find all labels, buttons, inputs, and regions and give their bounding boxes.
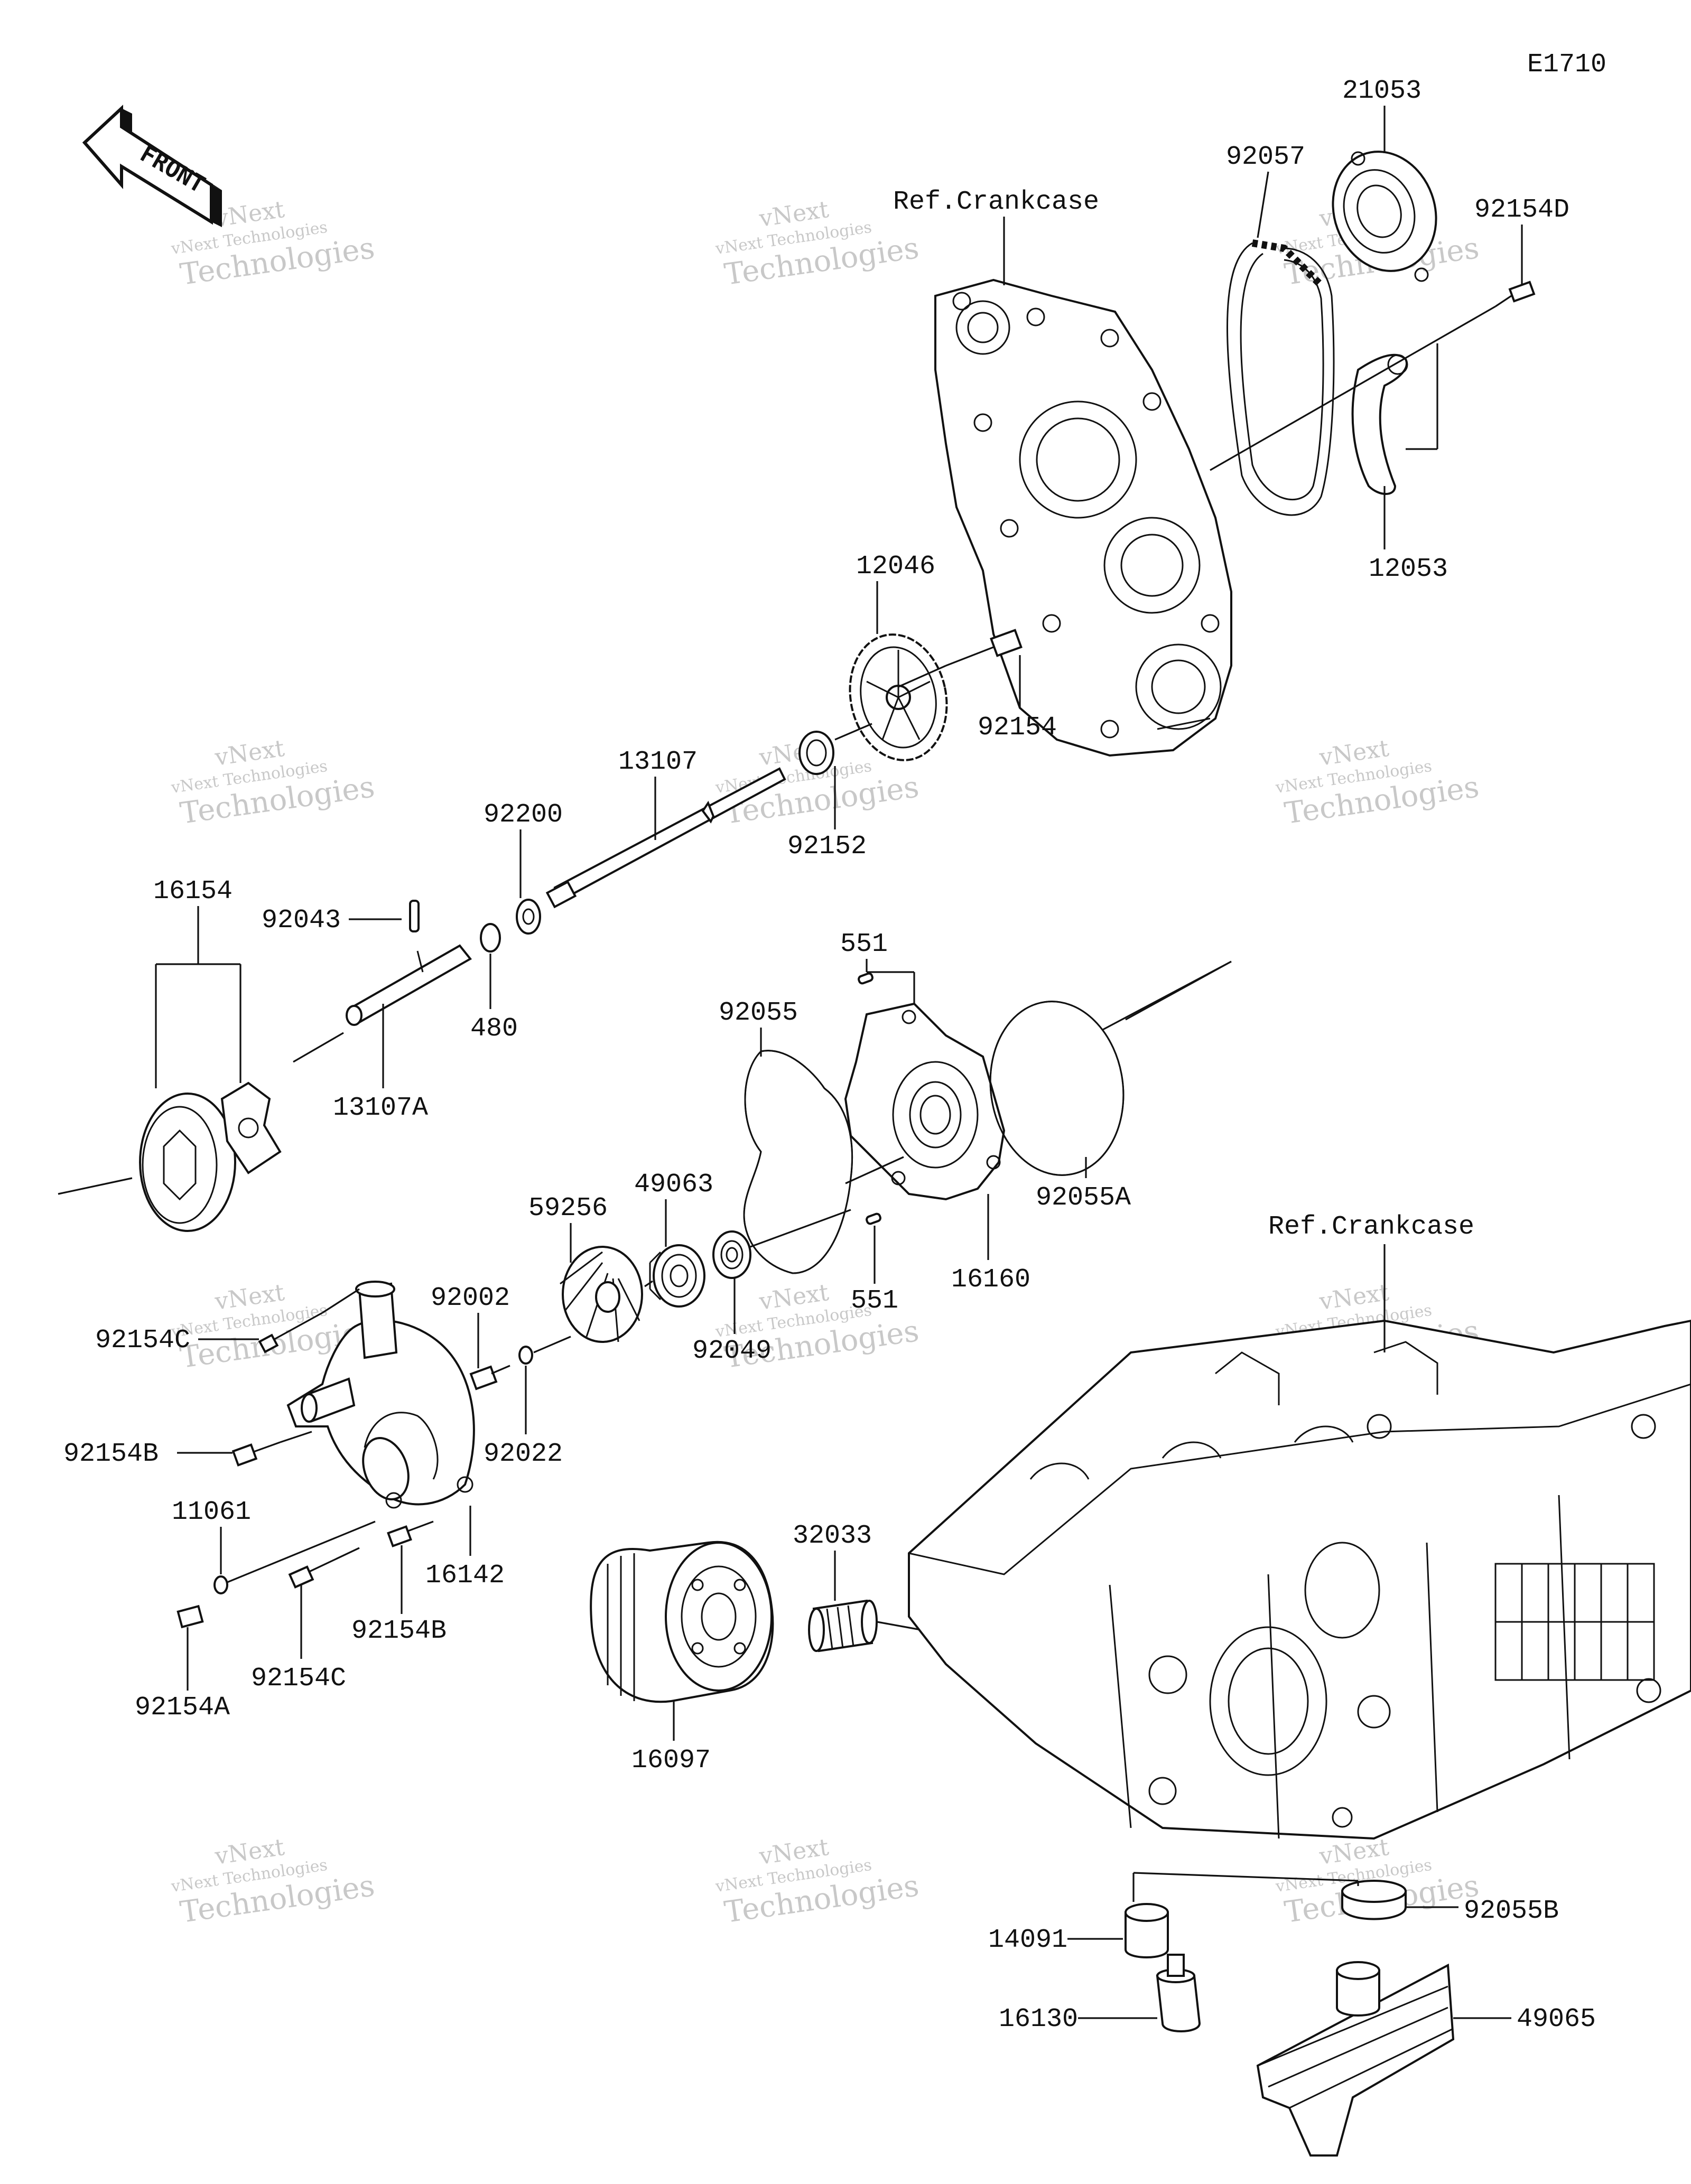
- part-label-551-lower: 551: [851, 1286, 898, 1316]
- dowel-551-upper: [858, 972, 874, 985]
- bolt-92002: [469, 1365, 510, 1390]
- part-label-551-upper: 551: [840, 929, 888, 959]
- o-ring-92055A: [989, 1001, 1125, 1176]
- part-label-16130: 16130: [999, 2004, 1078, 2034]
- part-label-16142: 16142: [425, 1561, 505, 1591]
- strainer-49065: [1256, 1961, 1455, 2157]
- impeller-59256: [560, 1246, 643, 1343]
- watermark: vNext vNext Technologies Technologies: [170, 1834, 377, 1930]
- part-label-12046: 12046: [856, 552, 935, 582]
- part-label-92154C-bottom: 92154C: [251, 1664, 346, 1694]
- bolt-92154B-bottom: [387, 1520, 434, 1547]
- oil-pump-chain: [1227, 239, 1335, 516]
- part-label-49063: 49063: [634, 1170, 713, 1200]
- pump-body-16160: [844, 1002, 1006, 1201]
- spacer-92152: [798, 731, 834, 775]
- pin-92043: [409, 900, 420, 932]
- diagram-code: E1710: [1527, 50, 1606, 80]
- watermark: vNext vNext Technologies Technologies: [170, 735, 377, 831]
- part-label-92043: 92043: [262, 906, 341, 936]
- circlip-480: [480, 923, 501, 953]
- part-label-92154B-bottom: 92154B: [351, 1616, 447, 1646]
- watermark: vNext vNext Technologies Technologies: [714, 196, 921, 292]
- chain-guide-12053: [1351, 353, 1408, 495]
- sprocket-12046: [849, 633, 948, 761]
- oil-filter-16097: [590, 1541, 774, 1703]
- gasket-11061: [213, 1575, 228, 1594]
- rotor-set-16154: [139, 1081, 282, 1232]
- part-label-92049: 92049: [692, 1336, 772, 1366]
- part-label-11061: 11061: [172, 1497, 251, 1527]
- part-label-92154A: 92154A: [135, 1693, 230, 1723]
- bolt-92154D: [1495, 281, 1536, 307]
- dowel-551-lower: [866, 1212, 881, 1225]
- o-ring-92055B: [1341, 1880, 1407, 1920]
- crankcase-lower: [908, 1319, 1691, 1840]
- part-label-59256: 59256: [528, 1193, 608, 1224]
- part-label-92055: 92055: [719, 998, 798, 1028]
- watermark: vNext vNext Technologies Technologies: [714, 1834, 921, 1930]
- bolt-92154C-bottom: [288, 1547, 360, 1589]
- part-label-32033: 32033: [793, 1521, 872, 1551]
- seal-92049: [712, 1230, 751, 1279]
- washer-92022: [518, 1346, 533, 1365]
- nipple-16130: [1156, 1954, 1201, 2032]
- seal-49063: [649, 1244, 705, 1308]
- shaft-13107A: [346, 944, 472, 1026]
- part-label-92022: 92022: [484, 1439, 563, 1469]
- ref-crankcase-bottom-label: Ref.Crankcase: [1268, 1212, 1474, 1242]
- part-label-480: 480: [470, 1014, 518, 1044]
- part-label-92154: 92154: [978, 713, 1057, 743]
- pump-cover-16142: [286, 1281, 475, 1509]
- o-ring-92055: [743, 1050, 853, 1274]
- part-label-16154: 16154: [153, 876, 233, 907]
- part-label-92055B: 92055B: [1464, 1896, 1559, 1926]
- washer-92200: [516, 899, 541, 935]
- part-label-92057: 92057: [1226, 142, 1305, 172]
- nipple-32033: [808, 1599, 878, 1653]
- bolt-92154B-left: [231, 1441, 281, 1467]
- part-label-92154B-left: 92154B: [63, 1439, 159, 1469]
- part-label-92154D: 92154D: [1474, 195, 1569, 225]
- bolt-92154: [945, 629, 1023, 667]
- cap-14091: [1125, 1903, 1169, 1958]
- shaft-13107: [545, 767, 786, 909]
- crankcase-cover: [934, 278, 1232, 757]
- part-label-92200: 92200: [484, 800, 563, 830]
- part-label-92002: 92002: [431, 1283, 510, 1313]
- part-label-16097: 16097: [631, 1746, 711, 1776]
- front-arrow-icon: FRONT: [82, 105, 222, 227]
- part-label-21053: 21053: [1342, 76, 1421, 106]
- part-label-49065: 49065: [1517, 2004, 1596, 2034]
- part-label-12053: 12053: [1369, 554, 1448, 584]
- part-label-92055A: 92055A: [1036, 1183, 1131, 1213]
- part-label-13107: 13107: [618, 747, 698, 777]
- part-label-16160: 16160: [951, 1265, 1030, 1295]
- watermark: vNext vNext Technologies Technologies: [1274, 735, 1481, 831]
- bolt-92154A: [176, 1604, 204, 1629]
- part-label-92152: 92152: [787, 832, 867, 862]
- sprocket-21053: [1332, 151, 1437, 282]
- part-label-13107A: 13107A: [333, 1093, 428, 1123]
- part-label-92154C-top: 92154C: [95, 1326, 190, 1356]
- ref-crankcase-top-label: Ref.Crankcase: [893, 187, 1099, 217]
- part-label-14091: 14091: [988, 1925, 1067, 1955]
- bolt-92154C-top: [258, 1312, 323, 1354]
